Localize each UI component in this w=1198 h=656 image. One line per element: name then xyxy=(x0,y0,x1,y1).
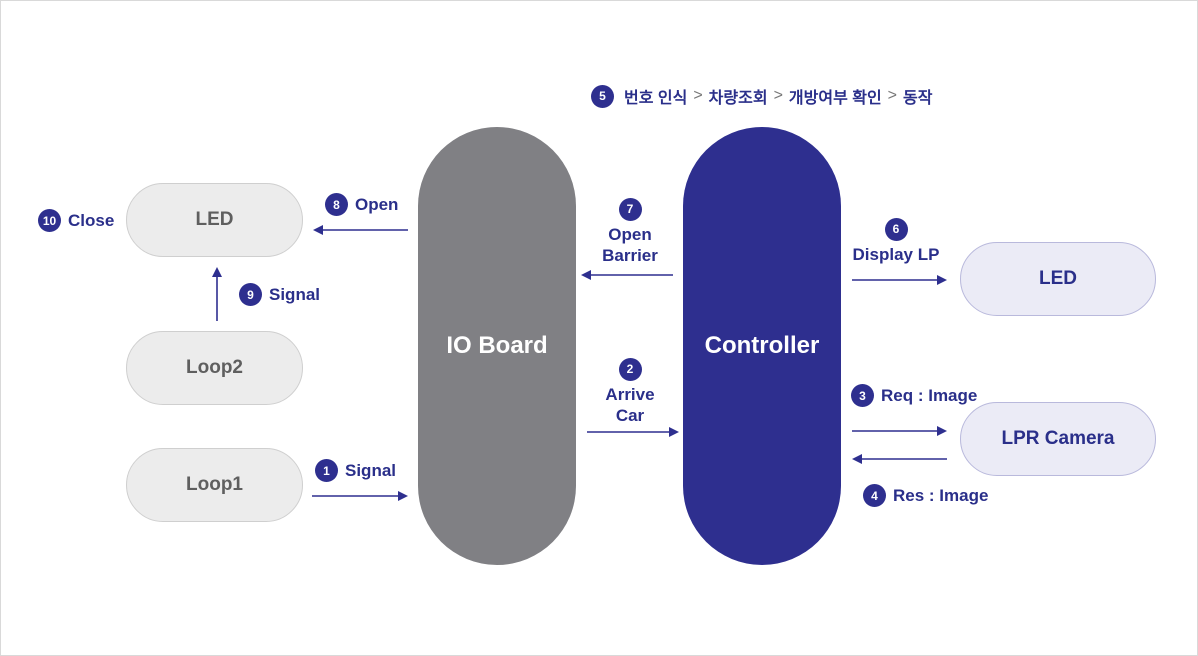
arrowhead-display-lp xyxy=(937,275,947,285)
controller-label: Controller xyxy=(704,332,820,359)
step-2-line2: Car xyxy=(615,406,645,425)
loop1-label: Loop1 xyxy=(186,474,243,495)
led-left-label: LED xyxy=(195,209,234,230)
step-2-line1: Arrive xyxy=(605,385,655,404)
led-right-label: LED xyxy=(1039,268,1077,289)
step-10-label: 10 Close xyxy=(38,209,114,232)
step-6-label: 6 Display LP xyxy=(846,218,946,265)
step-8-label: 8 Open xyxy=(325,193,398,216)
io-board-label: IO Board xyxy=(446,332,548,359)
arrowhead-open xyxy=(313,225,323,235)
step-5-part-3: 개방여부 확인 xyxy=(788,90,882,107)
step-5-badge: 5 xyxy=(591,84,614,108)
step-5-sep-3: > xyxy=(887,87,898,104)
step-3-label: 3 Req : Image xyxy=(851,384,977,407)
arrowhead-open-barrier xyxy=(581,270,591,280)
lpr-camera-label: LPR Camera xyxy=(1001,428,1115,449)
step-7-badge: 7 xyxy=(618,198,642,221)
step-7-label: 7 Open Barrier xyxy=(592,198,668,266)
step-2-label: 2 Arrive Car xyxy=(592,358,668,426)
step-8-badge: 8 xyxy=(325,193,348,216)
step-8-text: Open xyxy=(355,194,399,214)
step-10-text: Close xyxy=(68,210,115,230)
controller-node: Controller xyxy=(683,127,841,565)
step-4-text: Res : Image xyxy=(893,485,989,505)
arrowhead-req-image xyxy=(937,426,947,436)
step-7-line2: Barrier xyxy=(602,246,658,265)
step-6-badge: 6 xyxy=(884,218,908,241)
io-board-node: IO Board xyxy=(418,127,576,565)
led-left-node: LED xyxy=(126,183,303,257)
lpr-camera-node: LPR Camera xyxy=(960,402,1156,476)
arrowhead-signal-9 xyxy=(212,267,222,277)
step-5-part-4: 동작 xyxy=(903,90,933,107)
step-1-text: Signal xyxy=(345,460,397,480)
step-9-text: Signal xyxy=(269,284,321,304)
step-6-text: Display LP xyxy=(852,245,940,264)
step-5-label: 5 번호 인식 > 차량조회 > 개방여부 확인 > 동작 xyxy=(591,84,932,108)
loop2-node: Loop2 xyxy=(126,331,303,405)
step-3-badge: 3 xyxy=(851,384,874,407)
step-2-badge: 2 xyxy=(618,358,642,381)
step-10-badge: 10 xyxy=(38,209,61,232)
step-7-line1: Open xyxy=(608,225,652,244)
step-9-badge: 9 xyxy=(239,283,262,306)
step-4-label: 4 Res : Image xyxy=(863,484,988,507)
step-5-part-1: 번호 인식 xyxy=(624,90,688,107)
step-5-sep-1: > xyxy=(693,87,703,104)
step-1-label: 1 Signal xyxy=(315,459,396,482)
step-5-part-2: 차량조회 xyxy=(708,90,768,107)
step-4-badge: 4 xyxy=(863,484,886,507)
step-3-text: Req : Image xyxy=(881,385,978,405)
step-9-label: 9 Signal xyxy=(239,283,320,306)
loop1-node: Loop1 xyxy=(126,448,303,522)
loop2-label: Loop2 xyxy=(186,357,243,378)
step-5-sep-2: > xyxy=(773,87,783,104)
arrowhead-arrive-car xyxy=(669,427,679,437)
led-right-node: LED xyxy=(960,242,1156,316)
step-1-badge: 1 xyxy=(315,459,338,482)
arrowhead-res-image xyxy=(852,454,862,464)
arrowhead-signal-1 xyxy=(398,491,408,501)
